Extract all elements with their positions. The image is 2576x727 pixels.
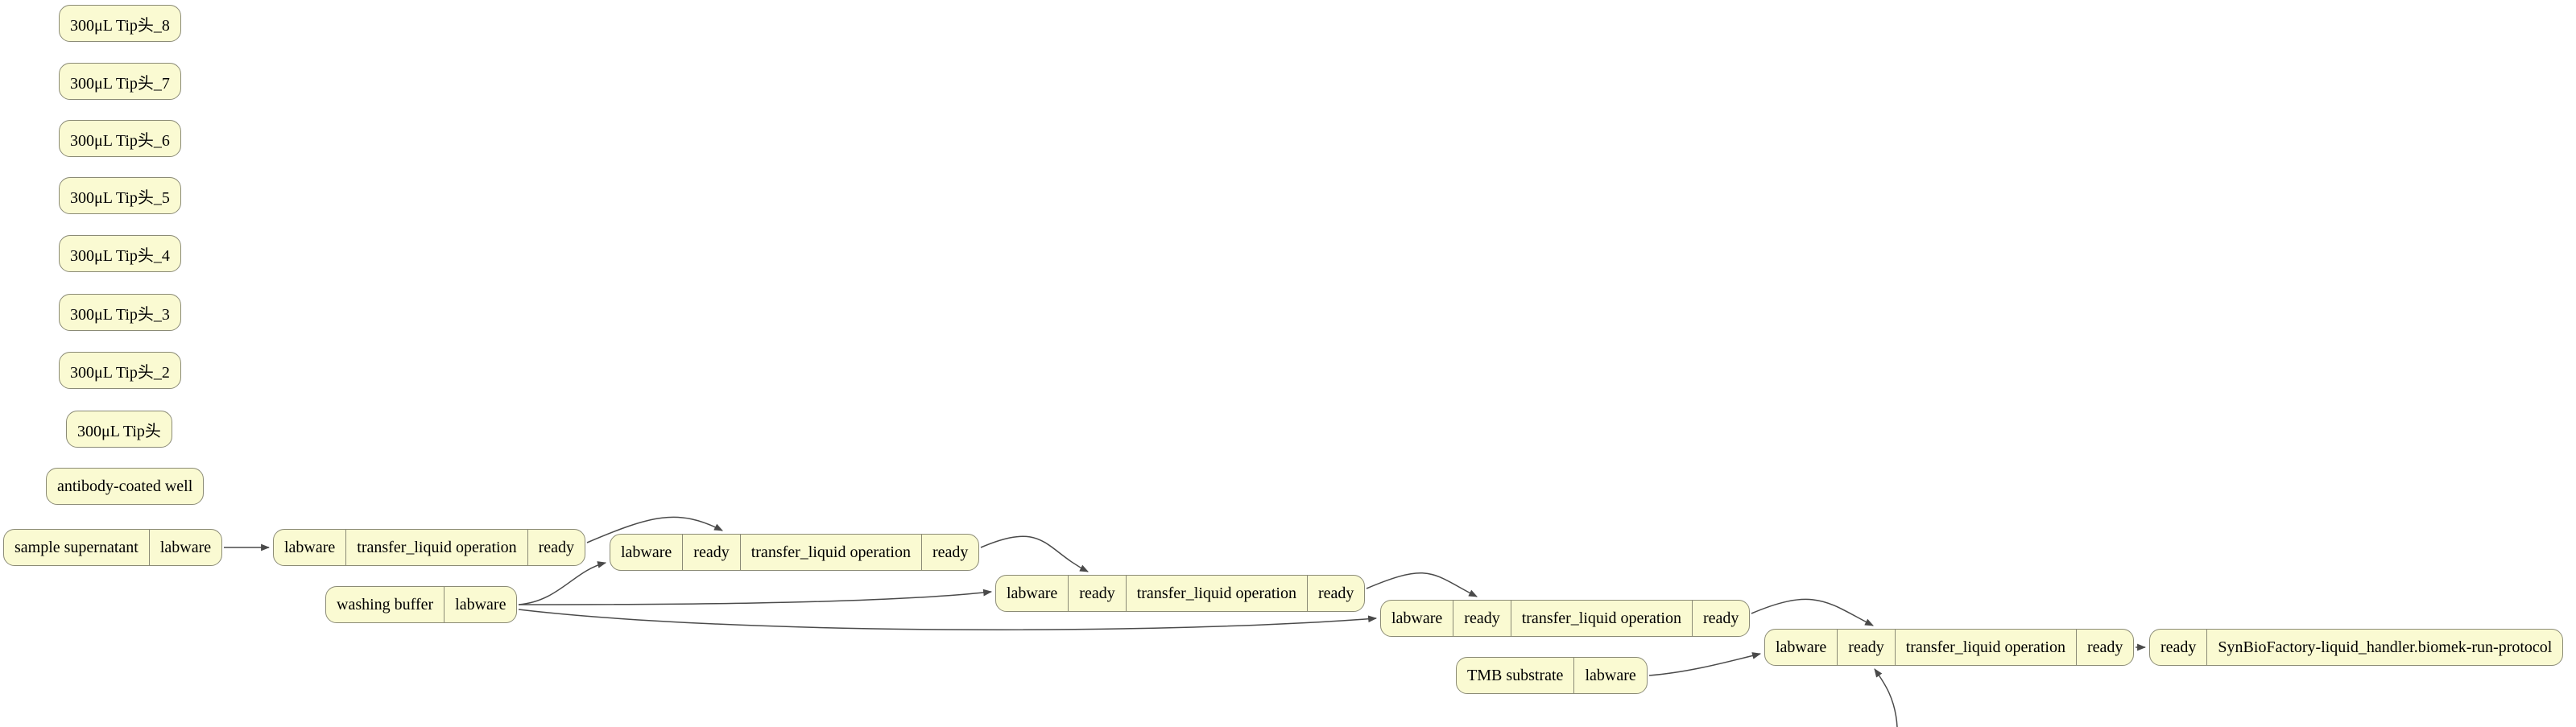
node-cell: transfer_liquid operation [345, 530, 527, 565]
node-tip-5: 300μL Tip头_5 [59, 177, 181, 214]
node-tmb-substrate: TMB substrate labware [1456, 657, 1648, 694]
node-cell: labware [1391, 609, 1443, 627]
node-cell: labware [284, 538, 336, 556]
node-tip-8: 300μL Tip头_8 [59, 5, 181, 42]
node-tip-3: 300μL Tip头_3 [59, 294, 181, 331]
edge [980, 535, 1089, 572]
node-cell: TMB substrate [1467, 666, 1564, 684]
node-cell: 300μL Tip头_7 [70, 74, 170, 93]
node-cell: ready [2076, 630, 2133, 665]
node-cell: 300μL Tip头_5 [70, 188, 170, 207]
node-run-protocol: ready SynBioFactory-liquid_handler.biomek… [2149, 629, 2564, 666]
node-tip-2: 300μL Tip头_2 [59, 352, 181, 389]
node-cell: transfer_liquid operation [739, 535, 921, 570]
node-cell: 300μL Tip头_3 [70, 305, 170, 324]
node-tip-4: 300μL Tip头_4 [59, 235, 181, 272]
node-cell: ready [1453, 601, 1510, 636]
node-cell: transfer_liquid operation [1510, 601, 1692, 636]
node-cell: labware [621, 543, 672, 561]
node-tip-6: 300μL Tip头_6 [59, 120, 181, 157]
node-cell: SynBioFactory-liquid_handler.biomek-run-… [2206, 630, 2562, 665]
edge [1366, 572, 1478, 597]
node-cell: 300μL Tip头_4 [70, 246, 170, 265]
node-cell: transfer_liquid operation [1125, 576, 1307, 611]
node-cell: labware [148, 530, 221, 565]
node-washing-buffer: washing buffer labware [325, 586, 518, 623]
edge [518, 561, 607, 605]
node-cell: ready [2160, 638, 2197, 656]
edge [518, 589, 993, 605]
node-cell: ready [1068, 576, 1125, 611]
node-cell: washing buffer [337, 595, 434, 613]
node-tip-1: 300μL Tip头 [66, 411, 172, 448]
node-cell: labware [1573, 658, 1646, 693]
node-cell: 300μL Tip头_2 [70, 363, 170, 382]
edge [518, 609, 1378, 630]
node-cell: sample supernatant [14, 538, 139, 556]
node-cell: transfer_liquid operation [1894, 630, 2076, 665]
node-cell: ready [1307, 576, 1364, 611]
node-cell: ready [1692, 601, 1749, 636]
node-cell: labware [1007, 584, 1058, 602]
edge [1751, 598, 1874, 626]
node-cell: labware [444, 587, 516, 622]
node-cell: antibody-coated well [57, 477, 193, 495]
node-cell: ready [527, 530, 585, 565]
node-cell: 300μL Tip头 [77, 422, 161, 440]
node-tip-7: 300μL Tip头_7 [59, 63, 181, 100]
node-cell: 300μL Tip头_8 [70, 16, 170, 35]
edge [1648, 652, 1762, 676]
node-cell: ready [921, 535, 978, 570]
node-cell: labware [1776, 638, 1827, 656]
node-cell: ready [682, 535, 739, 570]
node-antibody-coated-well: antibody-coated well [46, 468, 205, 505]
node-sample-supernatant: sample supernatant labware [3, 529, 223, 566]
edge [1874, 668, 1898, 727]
node-cell: 300μL Tip头_6 [70, 131, 170, 150]
node-cell: ready [1837, 630, 1894, 665]
